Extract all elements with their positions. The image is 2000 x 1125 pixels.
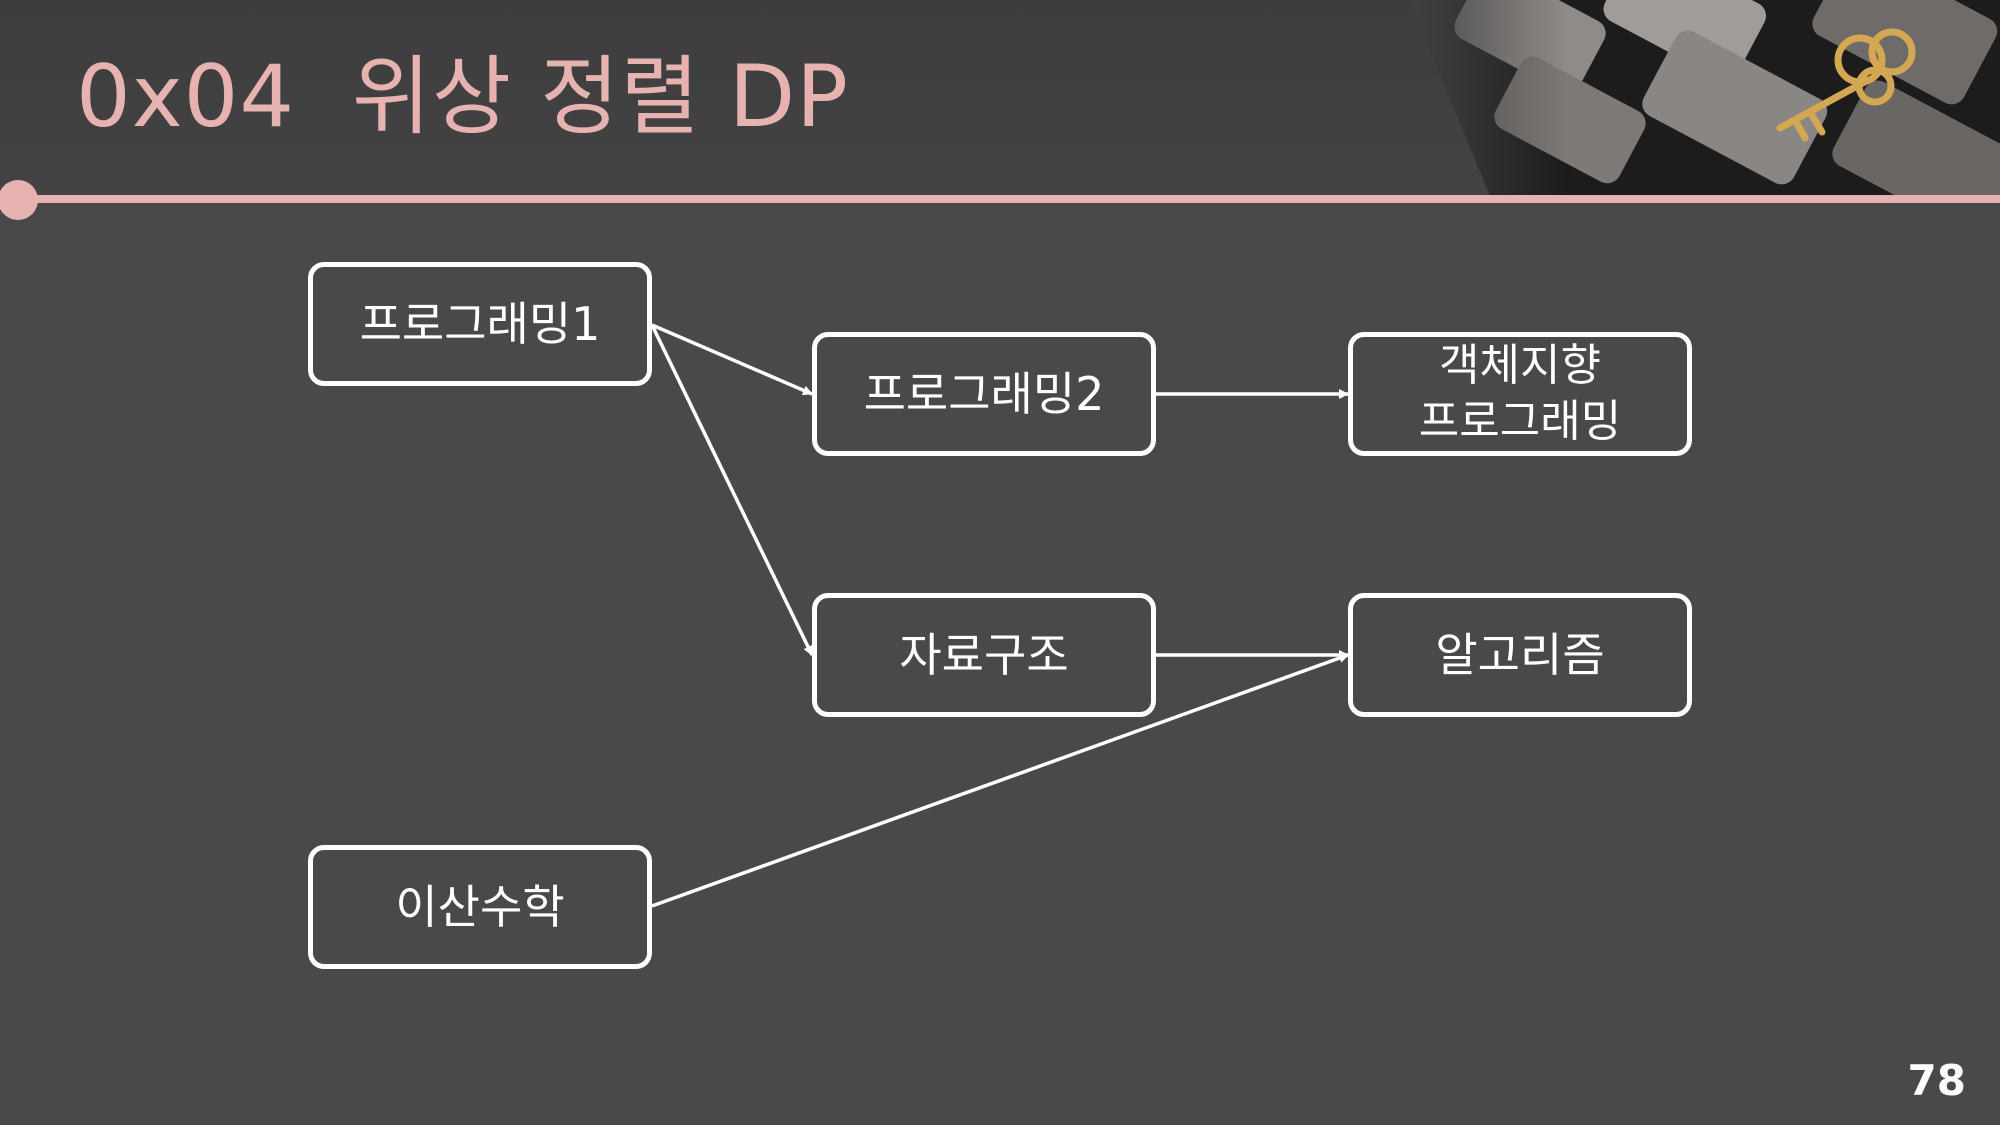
edge-prog1-ds bbox=[650, 324, 814, 656]
node-algorithms: 알고리즘 bbox=[1348, 593, 1692, 717]
node-programming-1: 프로그래밍1 bbox=[308, 262, 652, 386]
header-divider bbox=[0, 195, 2000, 203]
node-discrete-math: 이산수학 bbox=[308, 845, 652, 969]
edge-prog1-prog2 bbox=[651, 323, 813, 396]
edge-dm-algo bbox=[651, 653, 1349, 908]
slide-title: 0x04 위상 정렬 DP bbox=[76, 47, 849, 147]
node-object-oriented-programming: 객체지향 프로그래밍 bbox=[1348, 332, 1692, 456]
page-number: 78 bbox=[1907, 1056, 1966, 1105]
node-programming-2: 프로그래밍2 bbox=[812, 332, 1156, 456]
slide-header: 0x04 위상 정렬 DP bbox=[0, 0, 2000, 220]
node-data-structures: 자료구조 bbox=[812, 593, 1156, 717]
header-divider-dot bbox=[0, 180, 38, 220]
